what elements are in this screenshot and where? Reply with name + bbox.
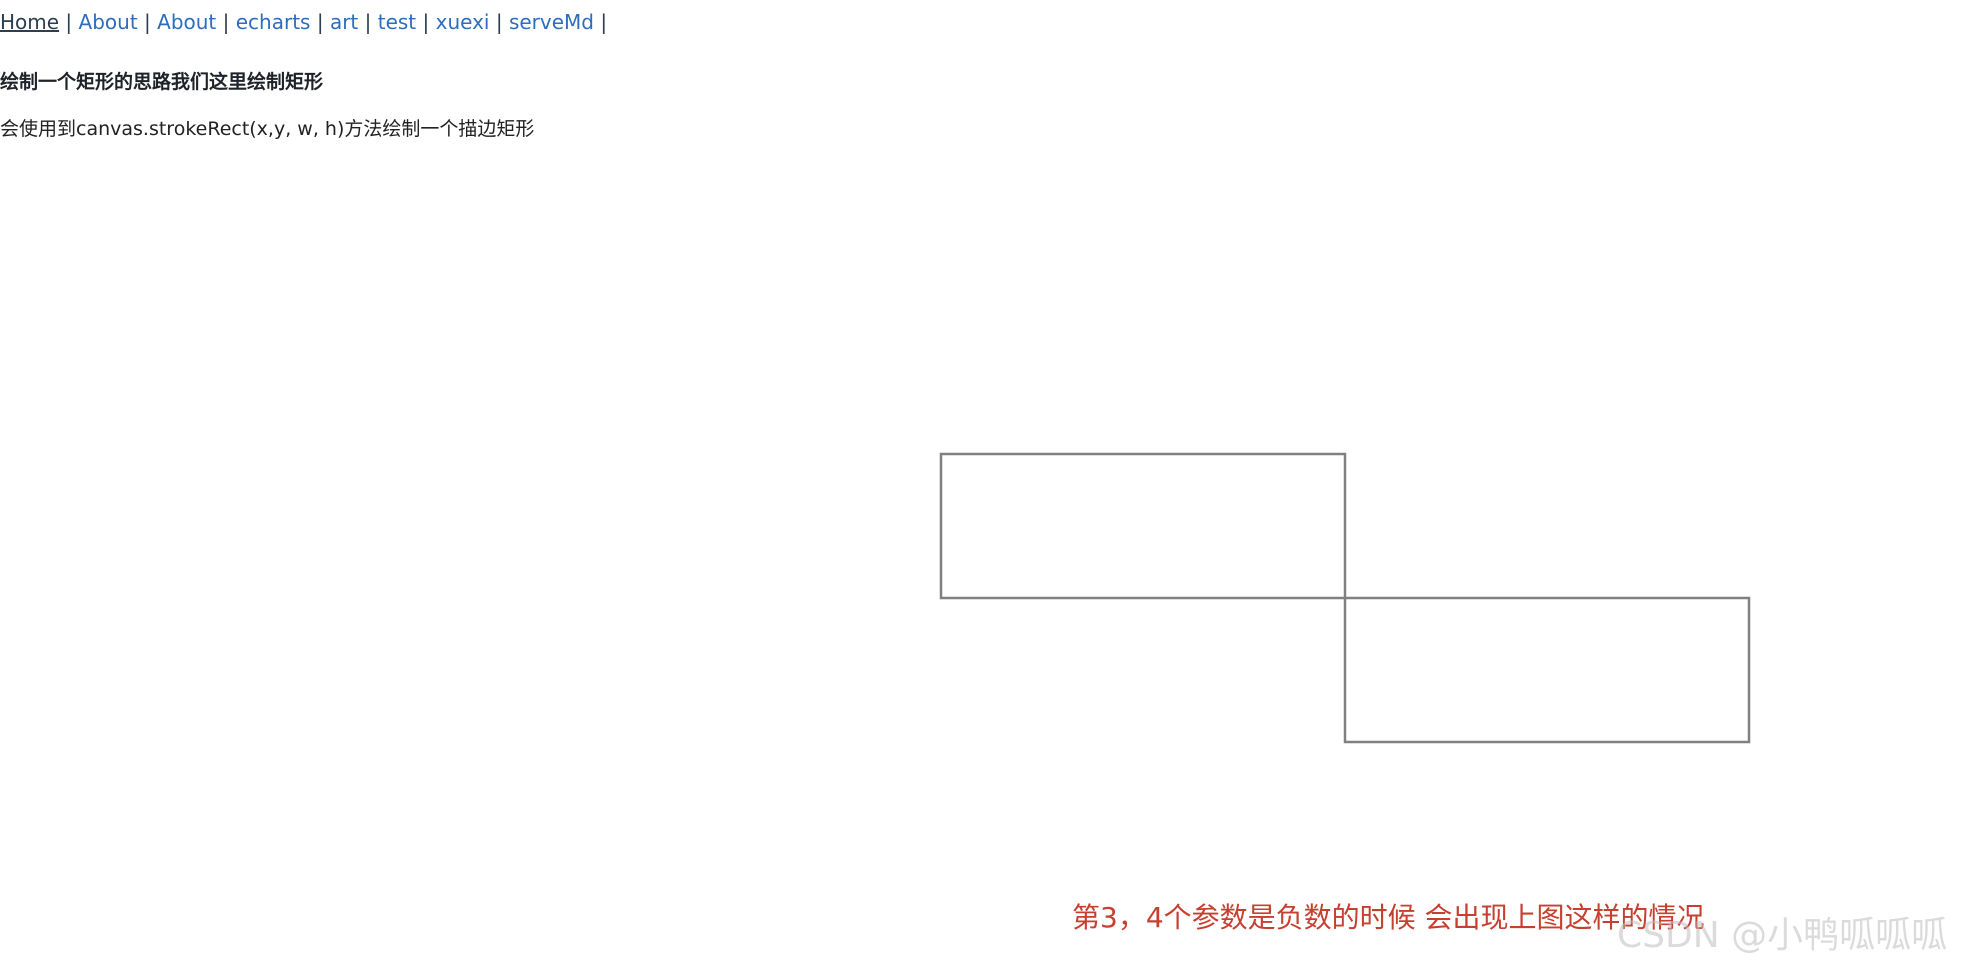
nav-separator: | bbox=[495, 10, 509, 34]
nav-link-about-2[interactable]: About bbox=[157, 10, 217, 34]
stroke-rect-bottom-right bbox=[1343, 596, 1751, 744]
nav-separator: | bbox=[316, 10, 330, 34]
nav-link-home[interactable]: Home bbox=[0, 10, 60, 34]
nav-link-about[interactable]: About bbox=[78, 10, 138, 34]
nav-separator: | bbox=[364, 10, 378, 34]
nav-link-xuexi[interactable]: xuexi bbox=[435, 10, 490, 34]
description-text: 会使用到canvas.strokeRect(x,y, w, h)方法绘制一个描边… bbox=[0, 118, 535, 140]
nav-separator: | bbox=[600, 10, 608, 34]
top-nav: Home | About | About | echarts | art | t… bbox=[0, 9, 607, 35]
stroke-rect-top-left bbox=[939, 452, 1347, 600]
nav-separator: | bbox=[144, 10, 158, 34]
csdn-watermark: CSDN @小鸭呱呱呱 bbox=[1617, 915, 1948, 956]
nav-link-servemd[interactable]: serveMd bbox=[508, 10, 594, 34]
nav-link-test[interactable]: test bbox=[377, 10, 417, 34]
nav-separator: | bbox=[422, 10, 436, 34]
nav-link-art[interactable]: art bbox=[329, 10, 359, 34]
nav-separator: | bbox=[222, 10, 236, 34]
nav-link-echarts[interactable]: echarts bbox=[235, 10, 311, 34]
nav-separator: | bbox=[65, 10, 79, 34]
annotation-caption: 第3，4个参数是负数的时候 会出现上图这样的情况 bbox=[1072, 901, 1705, 934]
page-heading: 绘制一个矩形的思路我们这里绘制矩形 bbox=[0, 71, 324, 93]
